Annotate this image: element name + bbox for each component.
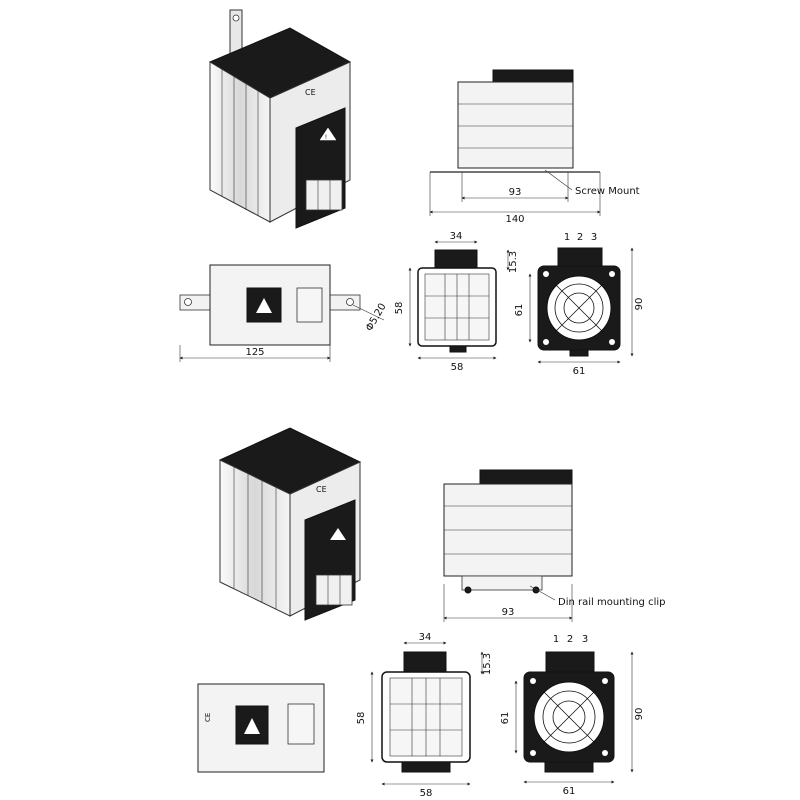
terminal-2: 2: [577, 232, 583, 243]
callout-screw-mount: Screw Mount: [575, 186, 640, 197]
dim-58-h-1: 58: [394, 302, 405, 315]
mount-view: 125 Φ5.20: [179, 264, 389, 362]
side-view-screw-mount: 93 140 Screw Mount: [429, 69, 640, 225]
dim-58-w-1: 58: [451, 362, 464, 373]
svg-text:!: !: [325, 134, 327, 141]
dim-90-2: 90: [634, 708, 645, 721]
svg-text:CE: CE: [204, 713, 212, 722]
dim-61-w-2: 61: [563, 786, 576, 797]
svg-text:CE: CE: [305, 88, 316, 97]
iso-view-heater-din: CE: [218, 427, 362, 621]
dim-140: 140: [505, 214, 524, 225]
terminal-2-din: 2: [567, 634, 573, 645]
dim-61-fan-1: 61: [514, 304, 525, 317]
dim-125: 125: [245, 347, 264, 358]
rear-view-1: 1 2 3 61 90 61: [514, 232, 645, 377]
dim-15-3-1: 15.3: [508, 251, 519, 273]
dim-15-3-2: 15.3: [482, 653, 493, 675]
callout-din-rail: Din rail mounting clip: [558, 597, 665, 608]
dim-58-w-2: 58: [420, 788, 433, 799]
mount-view-din: CE: [197, 683, 325, 773]
svg-text:CE: CE: [316, 485, 327, 494]
dim-61-fan-2: 61: [500, 712, 511, 725]
terminal-3: 3: [591, 232, 597, 243]
front-view-2: 34 15.3 58 58: [356, 632, 493, 799]
terminal-3-din: 3: [582, 634, 588, 645]
terminal-1: 1: [564, 232, 570, 243]
dim-34-1: 34: [450, 231, 463, 242]
section-din-rail: CE 93 Din rail mounting clip: [197, 427, 665, 799]
dim-hole-diameter: Φ5.20: [364, 302, 389, 334]
dim-93-screw: 93: [509, 187, 522, 198]
terminal-1-din: 1: [553, 634, 559, 645]
side-view-din: 93 Din rail mounting clip: [443, 469, 665, 622]
rear-view-2: 1 2 3 61 90 61: [500, 634, 645, 797]
iso-view-heater: CE !: [208, 9, 352, 229]
dim-58-h-2: 58: [356, 712, 367, 725]
dim-34-2: 34: [419, 632, 432, 643]
front-view-1: 34 15.3 58 58: [394, 231, 519, 373]
dim-93-din: 93: [502, 607, 515, 618]
dim-90-1: 90: [634, 298, 645, 311]
dim-61-w-1: 61: [573, 366, 586, 377]
section-screw-mount: CE ! 93 140 Screw Mount: [179, 9, 645, 377]
